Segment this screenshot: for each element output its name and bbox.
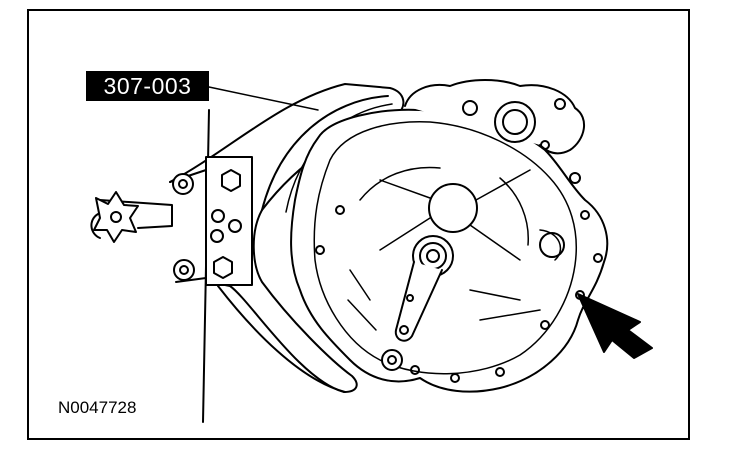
callout-leader-line <box>208 86 319 111</box>
holding-fixture-tool <box>90 83 405 393</box>
tool-callout-label: 307-003 <box>86 71 209 101</box>
clutch-hub <box>428 183 478 233</box>
figure-number: N0047728 <box>58 398 137 417</box>
case-bolt-holes <box>315 205 603 383</box>
plate-bolts <box>210 169 242 279</box>
transaxle-case <box>290 79 609 393</box>
direction-arrow <box>577 293 653 359</box>
star-knob <box>93 191 139 243</box>
release-fork <box>394 235 454 342</box>
